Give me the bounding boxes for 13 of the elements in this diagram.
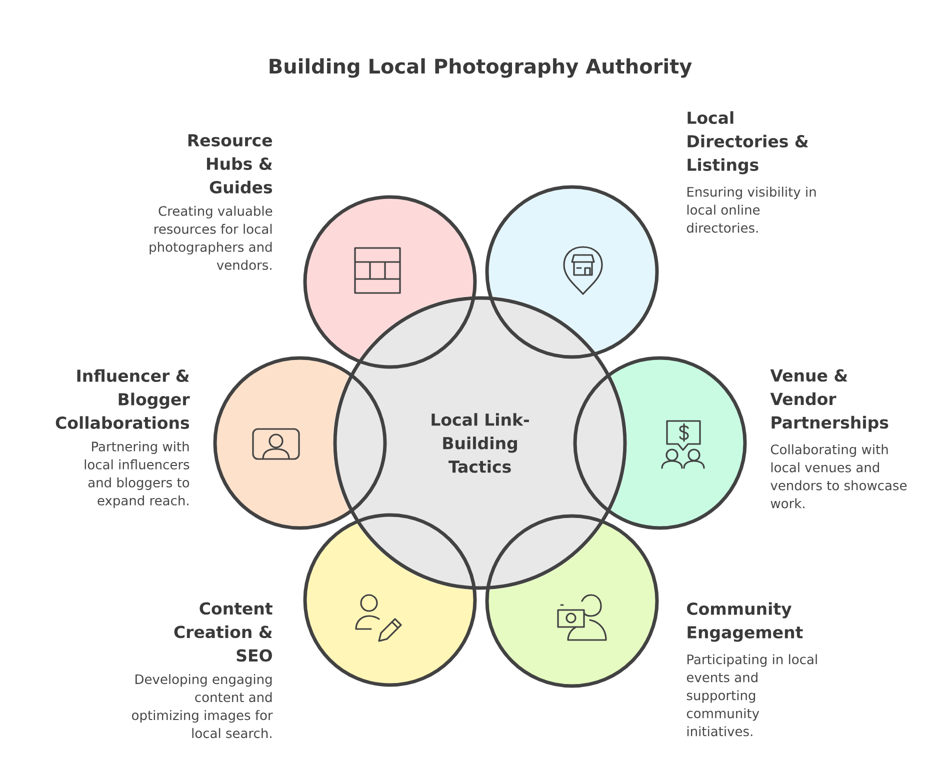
description: Partnering with local influencers and bloggers to expand reach. — [84, 441, 190, 508]
heading: Content Creation & SEO — [174, 602, 272, 662]
heading: Resource Hubs & Guides — [188, 134, 272, 194]
description: Collaborating with local venues and vendors to showcase work. — [770, 444, 907, 508]
heading: Local Directories & Listings — [688, 111, 808, 174]
heading: Venue & Vendor Partnerships — [770, 369, 888, 432]
description: Developing engaging content and optimizing images for local search. — [132, 674, 273, 738]
description: Participating in local events and supporting community initiatives. — [686, 654, 817, 736]
description: Ensuring visibility in local online directories. — [686, 186, 816, 233]
heading: Influencer & Blogger Collaborations — [56, 369, 190, 429]
title: Building Local Photography Authority — [270, 58, 692, 78]
description: Creating valuable resources for local photographers and vendors. — [150, 206, 272, 270]
heading: Community Engagement — [687, 602, 803, 642]
